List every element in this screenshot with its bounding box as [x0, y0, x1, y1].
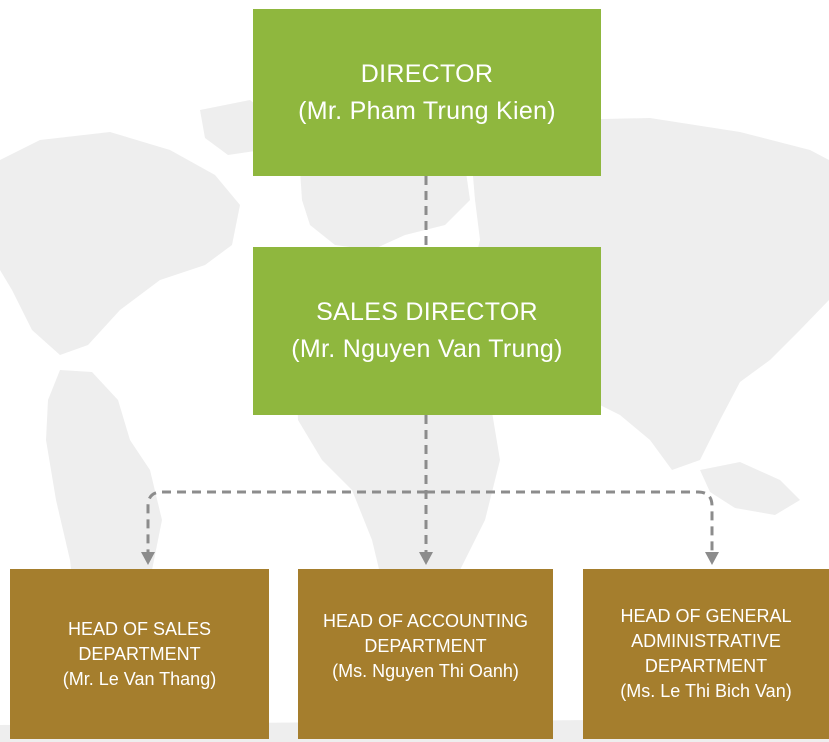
sales-director-box: SALES DIRECTOR (Mr. Nguyen Van Trung) — [253, 247, 601, 415]
department-line2: ADMINISTRATIVE — [631, 631, 781, 651]
sales-director-title: SALES DIRECTOR — [316, 298, 538, 326]
department-line1: HEAD OF SALES — [67, 618, 212, 639]
department-line2: DEPARTMENT — [78, 643, 201, 664]
department-line1: HEAD OF ACCOUNTING — [322, 611, 528, 631]
sales-director-name: (Mr. Nguyen Van Trung) — [291, 335, 563, 363]
department-head-name: (Mr. Le Van Thang) — [62, 668, 217, 689]
head-of-sales-box: HEAD OF SALES DEPARTMENT (Mr. Le Van Tha… — [10, 569, 269, 739]
head-of-accounting-box: HEAD OF ACCOUNTING DEPARTMENT (Ms. Nguye… — [298, 569, 553, 739]
director-name: (Mr. Pham Trung Kien) — [298, 96, 556, 125]
department-line2: DEPARTMENT — [364, 636, 487, 656]
department-head-name: (Ms. Le Thi Bich Van) — [620, 681, 792, 701]
director-box: DIRECTOR (Mr. Pham Trung Kien) — [253, 9, 601, 176]
department-head-name: (Ms. Nguyen Thi Oanh) — [332, 661, 519, 681]
department-line3: DEPARTMENT — [644, 656, 768, 676]
department-line1: HEAD OF GENERAL — [620, 606, 792, 626]
head-of-general-administrative-box: HEAD OF GENERAL ADMINISTRATIVE DEPARTMEN… — [583, 569, 829, 739]
director-title: DIRECTOR — [360, 59, 494, 88]
